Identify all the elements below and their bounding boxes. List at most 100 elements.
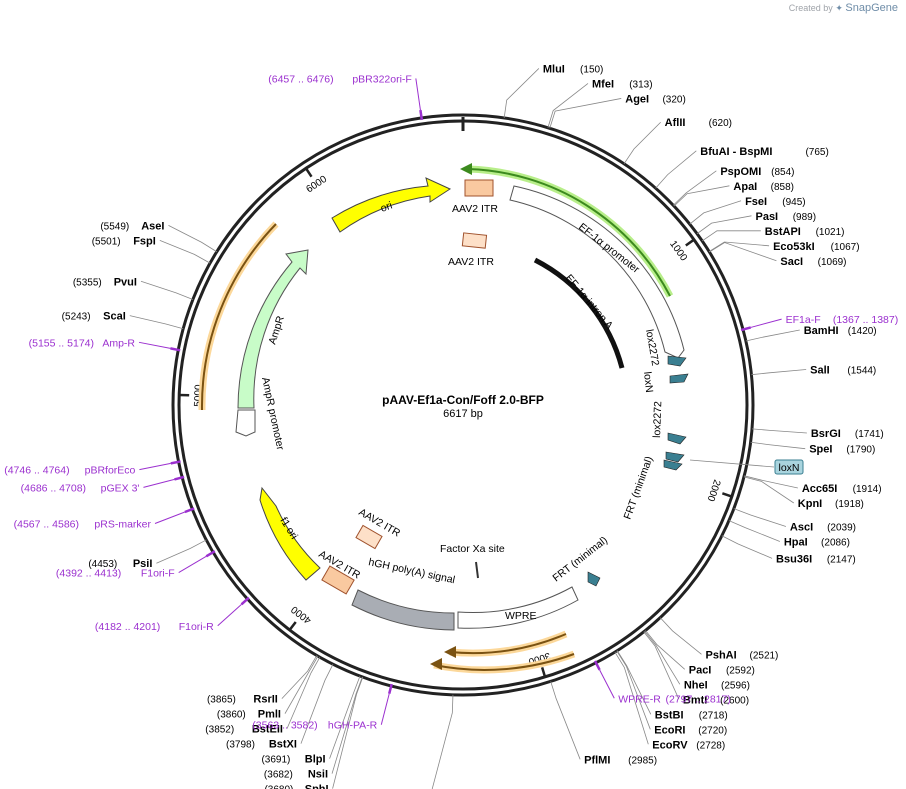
restriction-site[interactable]: PsiI(4453) [88,558,152,570]
primer-label[interactable]: WPRE-R(2797 .. 2817) [618,693,731,705]
primer-mark [170,460,181,465]
primer-label[interactable]: F1ori-F(4392 .. 4413) [56,568,175,580]
snapgene-logo-icon: ✦ [835,3,843,13]
credit-prefix: Created by [788,3,833,13]
primer-label[interactable]: hGH-PA-R(3563 .. 3582) [252,720,377,732]
restriction-site[interactable]: BmtI(2600) [683,694,749,706]
tick-mark [685,238,695,247]
aav2-itr-inner-box [461,232,488,249]
ef1a-highlight-core [467,168,671,297]
site-leader-line [614,651,649,745]
primer-label[interactable]: Amp-R(5155 .. 5174) [29,337,136,349]
restriction-site[interactable]: BlpI(3691) [261,754,325,766]
restriction-site[interactable]: AscI(2039) [790,521,856,533]
primer-name: pBRforEco [85,465,136,477]
restriction-site[interactable]: ScaI(5243) [62,311,126,323]
tick-mark [540,666,547,678]
primer-label[interactable]: pBR322ori-F(6457 .. 6476) [268,73,412,85]
site-name: RsrII [253,694,277,706]
plasmid-size: 6617 bp [443,408,483,420]
site-leader-line [655,150,697,189]
site-leader-line [689,200,742,225]
restriction-site[interactable]: BstXI(3798) [226,739,297,751]
primer-label[interactable]: F1ori-R(4182 .. 4201) [95,621,214,633]
aav2-itr-bottom-inner [355,524,383,550]
restriction-site[interactable]: SphI(3680) [264,784,328,789]
restriction-site[interactable]: EcoRV(2728) [652,739,725,751]
primer-name: pGEX 3' [101,482,140,494]
primer-label[interactable]: pBRforEco(4746 .. 4764) [4,465,135,477]
lox2272-arrow [667,355,687,367]
primer-mark [205,550,216,558]
primer-leader-line [178,555,207,573]
restriction-site[interactable]: MluI(150) [543,63,604,75]
site-position: (2039) [827,522,856,533]
site-name: FseI [745,196,767,208]
restriction-site[interactable]: BsrGI(1741) [811,428,884,440]
site-name: BstEII [252,724,283,736]
restriction-site[interactable]: Eco53kI(1067) [773,241,860,253]
site-leader-line [750,441,806,450]
primer-range: (6457 .. 6476) [268,73,333,85]
primer-mark [174,475,185,481]
restriction-site[interactable]: BstEII(3852) [205,724,283,736]
site-name: AseI [141,220,164,232]
frt-arrow-3 [587,571,601,587]
site-position: (3860) [217,710,246,721]
restriction-site[interactable]: AseI(5549) [100,220,164,232]
restriction-site[interactable]: SacI(1069) [780,256,846,268]
primer-label[interactable]: pRS-marker(4567 .. 4586) [14,518,152,530]
site-leader-line [547,83,589,128]
snapgene-name: SnapGene [845,2,898,14]
restriction-site[interactable]: PmlI(3860) [217,709,281,721]
restriction-site[interactable]: ApaI(858) [733,181,794,193]
site-leader-line [672,170,717,206]
tick-mark [304,167,313,178]
site-name: BmtI [683,694,707,706]
site-leader-line [329,675,361,759]
restriction-site[interactable]: NsiI(3682) [264,769,328,781]
site-leader-line [332,677,364,789]
restriction-site[interactable]: PvuI(5355) [73,276,137,288]
wpre-highlight-core-2 [433,653,575,671]
restriction-site[interactable]: AgeI(320) [625,93,686,105]
restriction-site[interactable]: PflMI(2985) [584,754,657,766]
restriction-site[interactable]: BstBI(2718) [655,709,728,721]
plasmid-title: pAAV-Ef1a-Con/Foff 2.0-BFP [382,393,544,407]
restriction-site[interactable]: Bsu36I(2147) [776,553,856,565]
restriction-site[interactable]: BfuAI - BspMI(765) [700,146,829,158]
site-leader-line [129,315,184,330]
restriction-site[interactable]: FseI(945) [745,196,806,208]
primer-range: (1367 .. 1387) [833,314,898,326]
primer-range: (4182 .. 4201) [95,621,160,633]
restriction-site[interactable]: RsrII(3865) [207,694,278,706]
restriction-site[interactable]: MfeI(313) [592,78,653,90]
site-name: BstBI [655,709,684,721]
restriction-site[interactable]: HpaI(2086) [784,536,850,548]
restriction-site[interactable]: KpnI(1918) [798,498,864,510]
site-leader-line [284,655,319,714]
site-position: (1069) [818,257,847,268]
restriction-site[interactable]: Acc65I(1914) [802,483,882,495]
primer-label[interactable]: EF1a-F(1367 .. 1387) [786,314,899,326]
restriction-site[interactable]: PacI(2592) [689,664,755,676]
restriction-site[interactable]: BstAPI(1021) [765,226,845,238]
site-leader-line [745,329,800,342]
restriction-site[interactable]: FspI(5501) [92,235,156,247]
restriction-site[interactable]: PspOMI(854) [720,166,794,178]
site-position: (5243) [62,312,91,323]
primer-mark [170,347,181,352]
site-position: (313) [629,79,652,90]
restriction-site[interactable]: SalI(1544) [810,364,876,376]
restriction-site[interactable]: PasI(989) [755,211,816,223]
primer-label[interactable]: pGEX 3'(4686 .. 4708) [21,482,140,494]
ef1a-intron-arc [533,257,625,369]
site-leader-line [709,242,777,262]
restriction-site[interactable]: SpeI(1790) [809,444,875,456]
restriction-site[interactable]: PshAI(2521) [705,649,778,661]
restriction-site[interactable]: BamHI(1420) [804,325,877,337]
restriction-site[interactable]: NheI(2596) [684,679,750,691]
restriction-site[interactable]: AflII(620) [665,117,732,129]
restriction-site[interactable]: EcoRI(2720) [654,724,727,736]
